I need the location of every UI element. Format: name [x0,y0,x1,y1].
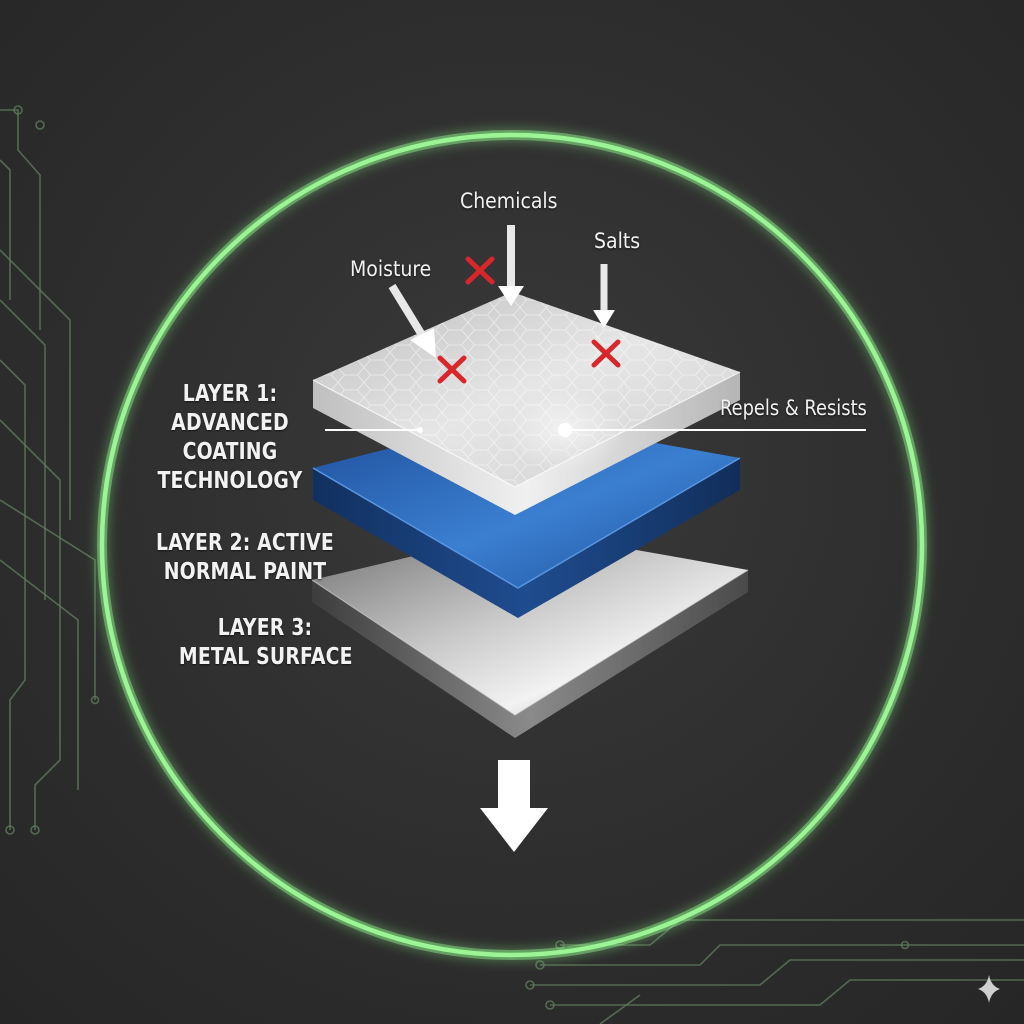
x-mark-icon [437,355,467,384]
salts-arrow [593,264,615,328]
salts-label: Salts [594,229,641,253]
green-ring [97,130,927,960]
layer-1-label-line: LAYER 1: [182,381,278,407]
x-mark-icon [591,339,621,368]
layer-1-label-line: COATING [182,439,278,465]
x-mark-icon [465,256,495,285]
moisture-label: Moisture [350,257,432,281]
x-mark-icon-group [437,256,621,384]
circuit-traces-left [0,105,100,835]
layer-1-label: LAYER 1: ADVANCED COATING TECHNOLOGY [148,380,312,496]
metal-surface-layer [311,530,749,738]
layer-1-label-line: ADVANCED [171,410,289,436]
layer-2-label-line: NORMAL PAINT [163,559,327,585]
layer-2-label-line: LAYER 2: ACTIVE [156,530,334,556]
callout-lines [325,427,866,433]
circuit-traces-bottom-right [525,919,1024,1024]
sparkle-icon [978,975,1000,1003]
layer-3-label-line: METAL SURFACE [178,644,353,670]
chemicals-arrow [498,225,524,306]
chemicals-label: Chemicals [460,189,558,213]
layer-2-label: LAYER 2: ACTIVE NORMAL PAINT [151,529,340,587]
layer-3-label: LAYER 3: METAL SURFACE [178,614,353,672]
repels-resists-label: Repels & Resists [720,396,867,420]
layer-3-label-line: LAYER 3: [217,615,313,641]
down-arrow-icon [480,760,548,852]
layer-1-label-line: TECHNOLOGY [157,468,303,494]
hazard-arrows [388,225,615,358]
moisture-arrow [388,283,436,358]
